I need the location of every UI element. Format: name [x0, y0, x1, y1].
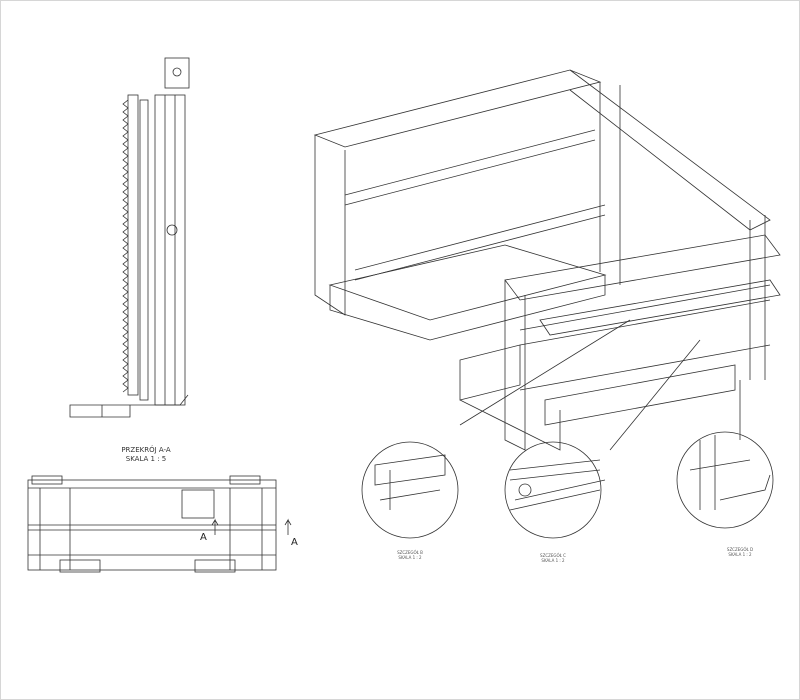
section-marker-left: A: [200, 532, 207, 543]
detail-c-title: SZCZEGÓŁ C: [540, 553, 566, 558]
detail-d-scale: SKALA 1 : 2: [728, 552, 752, 557]
detail-b-caption: SZCZEGÓŁ B SKALA 1 : 2: [375, 550, 445, 560]
section-view-a-a: [69, 57, 190, 418]
detail-b-scale: SKALA 1 : 2: [398, 555, 422, 560]
detail-c-caption: SZCZEGÓŁ C SKALA 1 : 2: [518, 553, 588, 563]
section-marker-right: A: [291, 537, 298, 548]
front-view: [27, 475, 292, 573]
detail-d-title: SZCZEGÓŁ D: [726, 547, 754, 552]
section-view-title: PRZEKRÓJ A-A: [121, 446, 171, 454]
detail-circles: [361, 431, 774, 539]
detail-d-caption: SZCZEGÓŁ D SKALA 1 : 2: [705, 547, 775, 557]
detail-c-scale: SKALA 1 : 2: [541, 558, 565, 563]
isometric-frame: [313, 69, 781, 451]
section-view-scale: SKALA 1 : 5: [125, 455, 167, 463]
section-view-caption: PRZEKRÓJ A-A SKALA 1 : 5: [96, 446, 196, 464]
detail-b-title: SZCZEGÓŁ B: [397, 550, 423, 555]
